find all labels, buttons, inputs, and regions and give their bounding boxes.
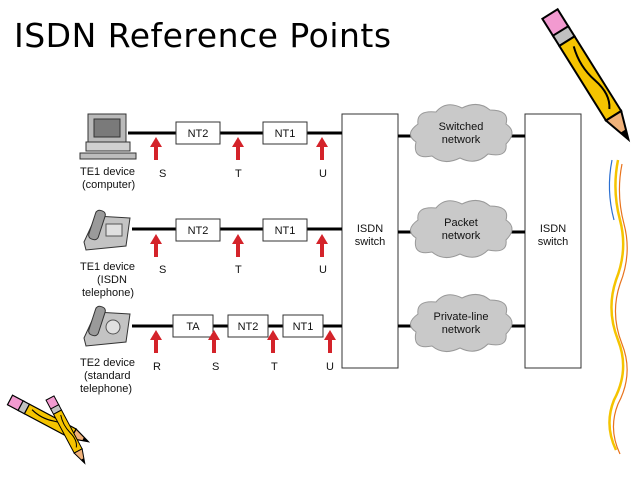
row3-arrow-r [150, 330, 162, 353]
row3-device-line-2: (standard [84, 370, 130, 382]
row1-arrow-t [232, 137, 244, 160]
row2-box-nt2 [175, 218, 221, 242]
row3-point-s: S [212, 361, 219, 373]
row2-box-nt1-label: NT1 [275, 225, 296, 237]
left-switch-label-2: switch [355, 236, 386, 248]
right-switch-label-1: ISDN [540, 223, 566, 235]
computer-icon [79, 113, 137, 160]
left-isdn-switch [341, 113, 399, 369]
row1-device-line-1: TE1 device [80, 166, 135, 178]
row3-arrow-s [208, 330, 220, 353]
cloud-label-private-2: network [442, 324, 481, 336]
row1-box-nt2-label: NT2 [188, 128, 209, 140]
row1-box-nt1-label: NT1 [275, 128, 296, 140]
row1-point-s: S [159, 168, 166, 180]
row3-box-nt1 [282, 314, 324, 338]
row1-point-u: U [319, 168, 327, 180]
row1-box-nt1 [262, 121, 308, 145]
row3-box-nt2-label: NT2 [238, 321, 259, 333]
slide-title: ISDN Reference Points [14, 16, 392, 55]
row1-box-nt2 [175, 121, 221, 145]
cloud-label-packet-2: network [442, 230, 481, 242]
cloud-private-line-network: Private-line network [398, 294, 525, 352]
right-isdn-switch [524, 113, 582, 369]
left-switch-label-1: ISDN [357, 223, 383, 235]
row3-box-nt2 [227, 314, 269, 338]
row2-device-line-2: (ISDN [97, 274, 127, 286]
row3-box-ta [172, 314, 214, 338]
row3-box-nt1-label: NT1 [293, 321, 314, 333]
row-te1-computer: NT2 NT1 S T U TE1 device (computer) [79, 113, 342, 191]
row1-arrow-s [150, 137, 162, 160]
row3-arrow-t [267, 330, 279, 353]
row3-box-ta-label: TA [186, 321, 200, 333]
squiggle-border-right [608, 159, 628, 455]
right-switch-label-2: switch [538, 236, 569, 248]
row1-arrow-u [316, 137, 328, 160]
cloud-switched-network: Switched network [398, 104, 525, 162]
row2-box-nt1 [262, 218, 308, 242]
row2-box-nt2-label: NT2 [188, 225, 209, 237]
cloud-label-packet-1: Packet [444, 217, 478, 229]
pencil-bottom-left-icon [45, 395, 90, 466]
telephone-icon [83, 209, 131, 251]
row3-device-line-3: telephone) [80, 383, 132, 395]
row-te1-isdn-telephone: NT2 NT1 S T U TE1 device (ISDN telephone… [80, 209, 342, 299]
cloud-label-private-1: Private-line [433, 311, 488, 323]
row2-arrow-u [316, 234, 328, 257]
row2-device-line-1: TE1 device [80, 261, 135, 273]
cloud-label-switched-1: Switched [439, 121, 484, 133]
row2-point-s: S [159, 264, 166, 276]
row1-point-t: T [235, 168, 242, 180]
row1-device-line-2: (computer) [82, 179, 135, 191]
row2-device-line-3: telephone) [82, 287, 134, 299]
row3-arrow-u [324, 330, 336, 353]
row2-point-u: U [319, 264, 327, 276]
telephone-icon [83, 305, 131, 347]
row3-point-r: R [153, 361, 161, 373]
row-te2-standard-telephone: TA NT2 NT1 R S T U TE2 device (standard … [80, 305, 342, 395]
row3-device-line-1: TE2 device [80, 357, 135, 369]
row3-point-t: T [271, 361, 278, 373]
cloud-label-switched-2: network [442, 134, 481, 146]
row2-arrow-t [232, 234, 244, 257]
row2-arrow-s [150, 234, 162, 257]
row2-point-t: T [235, 264, 242, 276]
row3-point-u: U [326, 361, 334, 373]
cloud-packet-network: Packet network [398, 200, 525, 258]
